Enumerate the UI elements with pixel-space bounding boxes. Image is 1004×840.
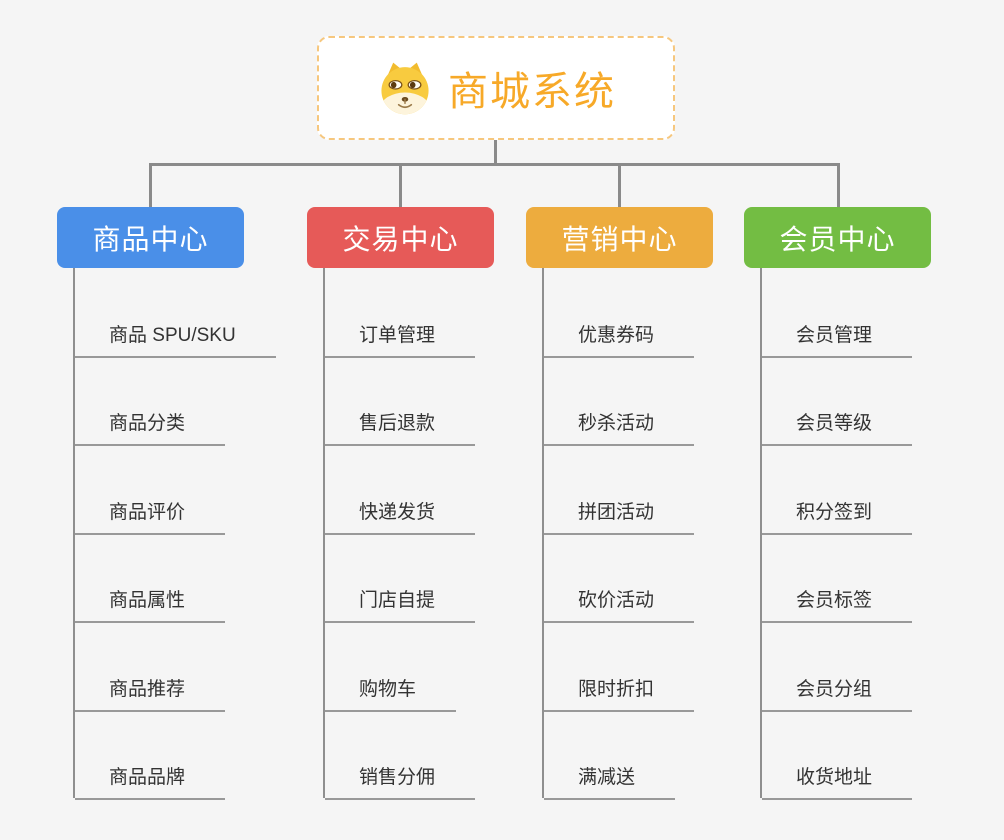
branch-column-3: 会员管理会员等级积分签到会员标签会员分组收货地址	[760, 268, 913, 800]
connector-drop-2	[618, 163, 621, 208]
leaf-item[interactable]: 满减送	[544, 764, 676, 800]
leaf-item[interactable]: 拼团活动	[544, 499, 695, 535]
leaf-item[interactable]: 限时折扣	[544, 676, 695, 712]
shiba-dog-icon	[381, 62, 429, 115]
connector-root-stub	[494, 140, 497, 164]
connector-drop-3	[837, 163, 840, 208]
leaf-item[interactable]: 商品品牌	[75, 764, 226, 800]
leaf-item[interactable]: 秒杀活动	[544, 410, 695, 446]
connector-horizontal-bar	[149, 163, 840, 166]
branch-node-2[interactable]: 营销中心	[526, 207, 713, 268]
branch-node-0[interactable]: 商品中心	[57, 207, 244, 268]
connector-drop-0	[149, 163, 152, 208]
leaf-item[interactable]: 订单管理	[325, 322, 476, 358]
branch-column-1: 订单管理售后退款快递发货门店自提购物车销售分佣	[323, 268, 476, 800]
leaf-item[interactable]: 会员管理	[762, 322, 913, 358]
root-node[interactable]: 商城系统	[317, 36, 675, 140]
connector-drop-1	[399, 163, 402, 208]
leaf-item[interactable]: 商品 SPU/SKU	[75, 322, 276, 358]
leaf-item[interactable]: 购物车	[325, 676, 457, 712]
leaf-item[interactable]: 会员分组	[762, 676, 913, 712]
leaf-item[interactable]: 商品属性	[75, 587, 226, 623]
leaf-item[interactable]: 快递发货	[325, 499, 476, 535]
leaf-item[interactable]: 商品评价	[75, 499, 226, 535]
leaf-item[interactable]: 积分签到	[762, 499, 913, 535]
leaf-item[interactable]: 售后退款	[325, 410, 476, 446]
leaf-item[interactable]: 商品推荐	[75, 676, 226, 712]
root-title: 商城系统	[448, 70, 616, 114]
leaf-item[interactable]: 砍价活动	[544, 587, 695, 623]
branch-node-3[interactable]: 会员中心	[744, 207, 931, 268]
branch-column-0: 商品 SPU/SKU 商品分类商品评价商品属性商品推荐商品品牌	[73, 268, 276, 800]
leaf-item[interactable]: 商品分类	[75, 410, 226, 446]
leaf-item[interactable]: 收货地址	[762, 764, 913, 800]
leaf-item[interactable]: 门店自提	[325, 587, 476, 623]
leaf-item[interactable]: 优惠券码	[544, 322, 695, 358]
leaf-item[interactable]: 会员标签	[762, 587, 913, 623]
branch-node-1[interactable]: 交易中心	[307, 207, 494, 268]
leaf-item[interactable]: 会员等级	[762, 410, 913, 446]
leaf-item[interactable]: 销售分佣	[325, 764, 476, 800]
branch-column-2: 优惠券码秒杀活动拼团活动砍价活动限时折扣满减送	[542, 268, 695, 800]
